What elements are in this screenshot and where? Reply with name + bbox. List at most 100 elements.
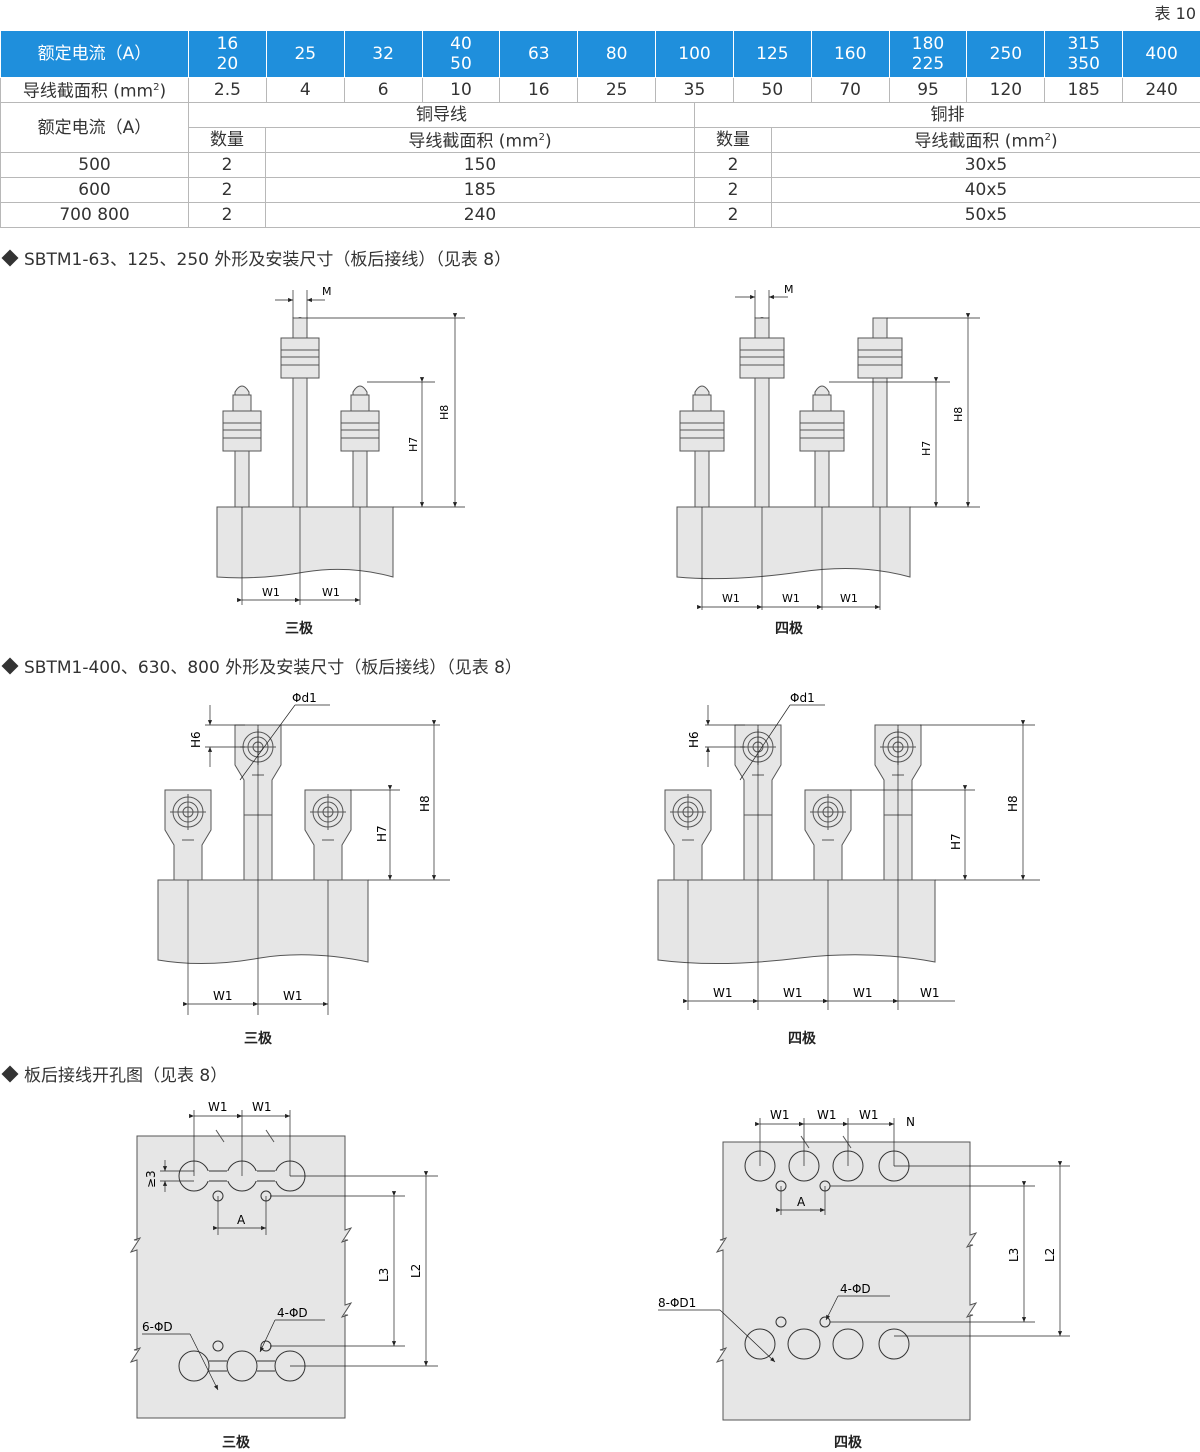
section-cell: 50 (733, 78, 811, 103)
section-cell: 4 (266, 78, 344, 103)
table-row: 700 800 2 240 2 50x5 (1, 203, 1200, 228)
current-cell: 25 (266, 31, 344, 78)
svg-text:W1: W1 (213, 989, 233, 1003)
diamond-bullet-icon (2, 250, 19, 267)
section-cell: 6 (344, 78, 422, 103)
table-row: 500 2 150 2 30x5 (1, 153, 1200, 178)
section-cell: 240 (266, 203, 695, 228)
current-cell: 250 (967, 31, 1045, 78)
three-pole-caption: 三极 (244, 1028, 272, 1048)
diamond-bullet-icon (2, 1066, 19, 1083)
section-cell: 70 (811, 78, 889, 103)
wire-qty-header: 数量 (189, 128, 266, 153)
current-cell: 700 800 (1, 203, 189, 228)
svg-text:W1: W1 (783, 986, 803, 1000)
three-pole-caption: 三极 (285, 618, 313, 638)
current-cell: 63 (500, 31, 578, 78)
svg-text:H7: H7 (949, 833, 963, 850)
svg-text:L3: L3 (1007, 1248, 1021, 1262)
svg-text:4-ΦD: 4-ΦD (840, 1282, 871, 1296)
svg-text:Φd1: Φd1 (292, 691, 317, 705)
section-cell: 16 (500, 78, 578, 103)
current-cell: 400 (1123, 31, 1200, 78)
stud-terminal-three-pole-drawing: W1 W1 M H7 H8 (200, 280, 480, 610)
bar-qty-header: 数量 (695, 128, 772, 153)
svg-text:W1: W1 (840, 592, 858, 605)
svg-text:H7: H7 (375, 825, 389, 842)
svg-text:H6: H6 (687, 731, 701, 748)
bar-section-header: 导线截面积 (mm2) (772, 128, 1200, 153)
svg-text:L2: L2 (1043, 1248, 1057, 1262)
section-heading-3: 板后接线开孔图（见表 8） (4, 1061, 227, 1086)
section-cell: 30x5 (772, 153, 1200, 178)
svg-text:H8: H8 (418, 795, 432, 812)
section-cell: 50x5 (772, 203, 1200, 228)
svg-text:M: M (322, 285, 332, 298)
current-cell: 125 (733, 31, 811, 78)
section-cell: 2.5 (189, 78, 267, 103)
flat-terminal-three-pole-drawing: W1 W1 H6 Φd1 H7 H8 (150, 690, 470, 1025)
current-cell: 32 (344, 31, 422, 78)
qty-cell: 2 (189, 178, 266, 203)
svg-text:≥3: ≥3 (144, 1170, 158, 1188)
svg-text:W1: W1 (920, 986, 940, 1000)
svg-text:W1: W1 (859, 1108, 879, 1122)
svg-text:L2: L2 (409, 1264, 423, 1278)
table-row: 600 2 185 2 40x5 (1, 178, 1200, 203)
svg-text:H7: H7 (407, 437, 420, 452)
current-cell: 100 (656, 31, 734, 78)
section-cell: 150 (266, 153, 695, 178)
qty-cell: 2 (695, 153, 772, 178)
svg-text:W1: W1 (283, 989, 303, 1003)
svg-text:W1: W1 (770, 1108, 790, 1122)
svg-text:A: A (797, 1195, 806, 1209)
wire-section-header-2: 导线截面积 (mm2) (266, 128, 695, 153)
svg-text:W1: W1 (782, 592, 800, 605)
qty-cell: 2 (189, 153, 266, 178)
current-cell: 500 (1, 153, 189, 178)
section-cell: 185 (266, 178, 695, 203)
flat-terminal-four-pole-drawing: W1 W1 W1 W1 H6 Φd1 H7 H8 (650, 690, 1050, 1025)
svg-text:L3: L3 (377, 1268, 391, 1282)
svg-text:W1: W1 (208, 1100, 228, 1114)
rated-current-header: 额定电流（A） (1, 31, 189, 78)
stud-terminal-four-pole-drawing: W1 W1 W1 M H7 H8 (660, 280, 990, 610)
copper-wire-header: 铜导线 (189, 103, 695, 128)
qty-cell: 2 (695, 203, 772, 228)
section-heading-2: SBTM1-400、630、800 外形及安装尺寸（板后接线）（见表 8） (4, 653, 522, 678)
panel-cutout-three-pole-drawing: W1 W1 ≥3 A L3 L2 6-ΦD 4-ΦD (120, 1090, 440, 1420)
svg-text:H6: H6 (189, 731, 203, 748)
current-cell: 80 (578, 31, 656, 78)
copper-bar-header: 铜排 (695, 103, 1200, 128)
svg-text:W1: W1 (262, 586, 280, 599)
qty-cell: 2 (189, 203, 266, 228)
svg-text:W1: W1 (722, 592, 740, 605)
svg-text:W1: W1 (322, 586, 340, 599)
svg-text:H8: H8 (438, 405, 451, 420)
section-cell: 185 (1045, 78, 1123, 103)
section-title: SBTM1-400、630、800 外形及安装尺寸（板后接线）（见表 8） (24, 658, 522, 678)
section-cell: 240 (1123, 78, 1200, 103)
svg-text:4-ΦD: 4-ΦD (277, 1306, 308, 1320)
four-pole-caption: 四极 (775, 618, 803, 638)
three-pole-caption: 三极 (222, 1432, 250, 1452)
section-cell: 35 (656, 78, 734, 103)
four-pole-caption: 四极 (834, 1432, 862, 1452)
rated-current-header-2: 额定电流（A） (1, 103, 189, 153)
section-heading-1: SBTM1-63、125、250 外形及安装尺寸（板后接线）（见表 8） (4, 245, 511, 270)
section-title: 板后接线开孔图（见表 8） (24, 1066, 227, 1086)
section-cell: 25 (578, 78, 656, 103)
current-cell: 600 (1, 178, 189, 203)
large-current-table: 额定电流（A） 铜导线 铜排 数量 导线截面积 (mm2) 数量 导线截面积 (… (0, 102, 1200, 228)
section-title: SBTM1-63、125、250 外形及安装尺寸（板后接线）（见表 8） (24, 250, 511, 270)
svg-text:W1: W1 (817, 1108, 837, 1122)
panel-cutout-four-pole-drawing: W1 W1 W1 N A L3 L2 8-ΦD1 4-ΦD (650, 1100, 1080, 1425)
section-cell: 95 (889, 78, 967, 103)
svg-text:H8: H8 (1006, 795, 1020, 812)
